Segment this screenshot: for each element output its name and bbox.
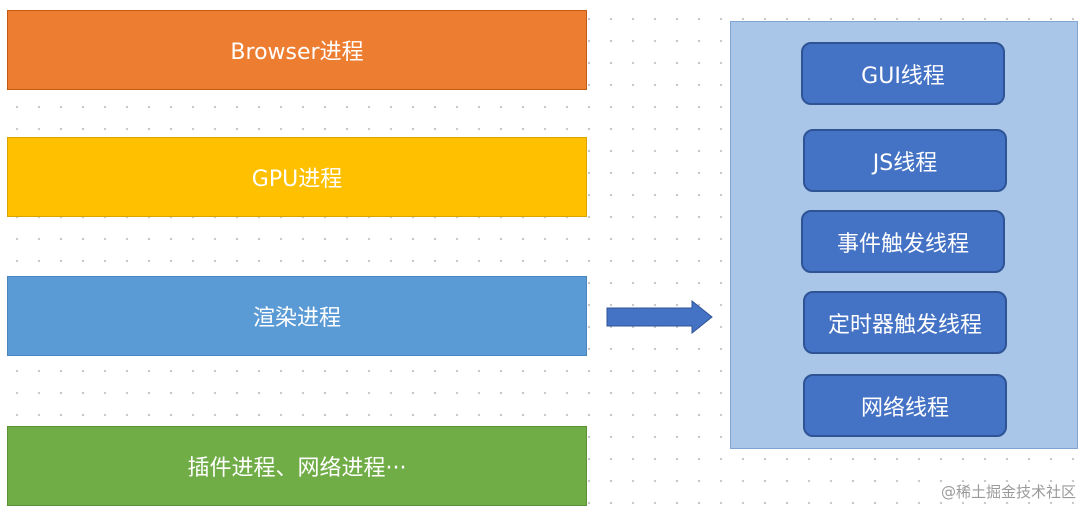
gpu-process-box: GPU进程 [7, 137, 587, 217]
render-process-box: 渲染进程 [7, 276, 587, 356]
threads-panel: GUI线程 JS线程 事件触发线程 定时器触发线程 网络线程 [730, 21, 1078, 449]
gui-thread-label: GUI线程 [861, 63, 945, 89]
js-thread-label: JS线程 [872, 150, 938, 176]
watermark-text: @稀土掘金技术社区 [940, 483, 1076, 501]
js-thread-box: JS线程 [803, 129, 1007, 192]
timer-trigger-thread-box: 定时器触发线程 [803, 291, 1007, 354]
browser-process-label: Browser进程 [230, 40, 364, 65]
gpu-process-label: GPU进程 [251, 167, 343, 192]
network-thread-label: 网络线程 [860, 395, 949, 421]
gui-thread-box: GUI线程 [801, 42, 1005, 105]
right-arrow-shape [606, 300, 713, 334]
event-trigger-thread-box: 事件触发线程 [801, 210, 1005, 273]
timer-trigger-thread-label: 定时器触发线程 [827, 312, 982, 338]
event-trigger-thread-label: 事件触发线程 [836, 231, 969, 257]
render-process-label: 渲染进程 [252, 306, 341, 331]
right-arrow-icon [606, 300, 713, 334]
network-thread-box: 网络线程 [803, 374, 1007, 437]
plugin-network-process-box: 插件进程、网络进程··· [7, 426, 587, 506]
browser-process-box: Browser进程 [7, 10, 587, 90]
plugin-network-process-label: 插件进程、网络进程··· [187, 456, 407, 481]
